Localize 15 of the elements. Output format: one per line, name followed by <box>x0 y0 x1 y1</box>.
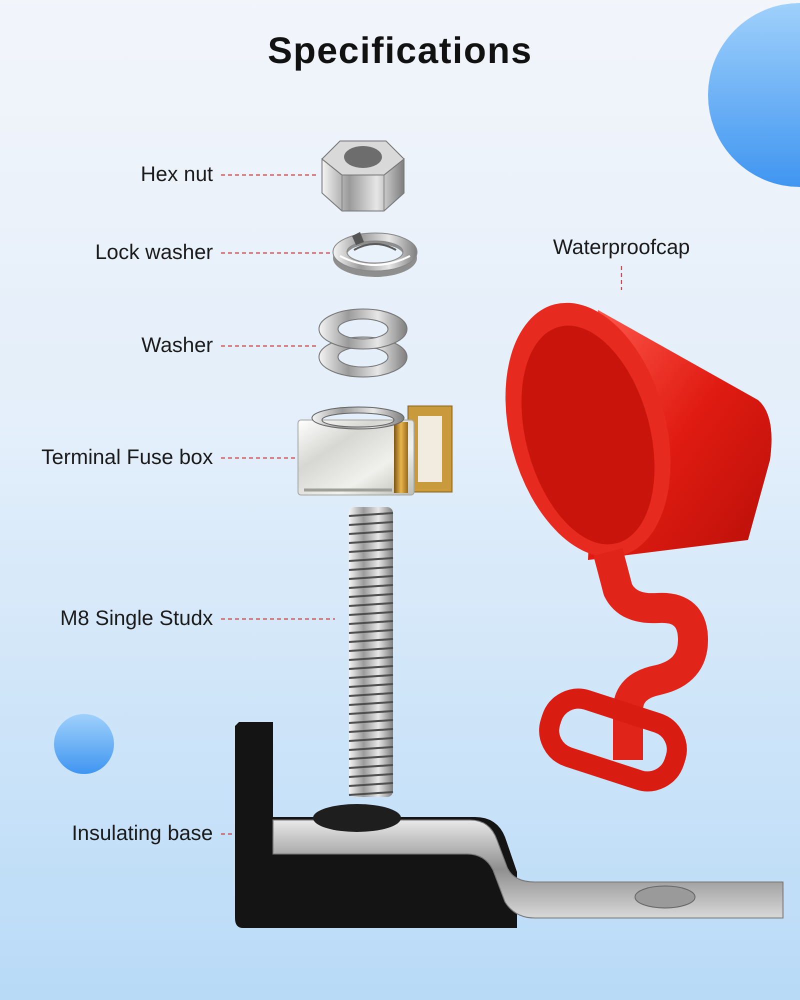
part-label: M8 Single Studx <box>60 607 213 631</box>
leader-line <box>620 266 622 290</box>
part-label: Insulating base <box>72 822 213 846</box>
title: Specifications <box>266 30 534 72</box>
part-label: Lock washer <box>95 241 213 265</box>
part-label: Terminal Fuse box <box>41 446 213 470</box>
leader-line <box>221 345 318 347</box>
leader-line <box>221 618 335 620</box>
part-label: Waterproofcap <box>553 236 690 260</box>
leader-line <box>221 174 318 176</box>
leader-line <box>221 457 296 459</box>
leader-line <box>221 252 330 254</box>
part-label: Hex nut <box>140 163 213 187</box>
leader-line <box>221 833 235 835</box>
part-label: Washer <box>141 334 213 358</box>
